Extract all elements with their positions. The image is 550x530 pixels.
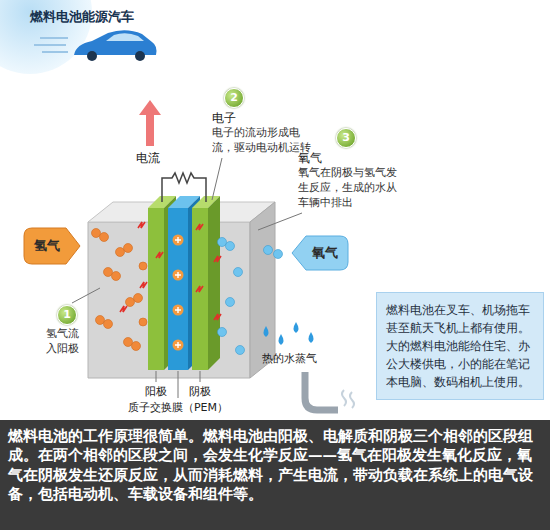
hydrogen-dot bbox=[104, 268, 113, 277]
water-drop bbox=[264, 326, 269, 337]
callout-number: 1 bbox=[57, 305, 77, 325]
hydrogen-dot bbox=[92, 229, 101, 238]
car-body bbox=[74, 30, 157, 55]
motion-line bbox=[34, 44, 66, 46]
water-drop bbox=[294, 322, 299, 333]
oxygen-molecules bbox=[218, 238, 283, 355]
oxygen-dot bbox=[264, 246, 273, 255]
leader-line bbox=[156, 371, 157, 382]
node-text: 氧气 bbox=[292, 236, 348, 270]
electron-spark bbox=[156, 252, 163, 258]
oxygen-dot bbox=[226, 298, 235, 307]
oxygen-dot bbox=[234, 268, 243, 277]
leader-line bbox=[212, 158, 222, 200]
oxygen-dot bbox=[218, 328, 227, 337]
node-text: 燃料电池在叉车、机场拖车甚至航天飞机上都有使用。大的燃料电池能给住宅、办公大楼供… bbox=[386, 301, 534, 391]
protons bbox=[173, 235, 184, 351]
arrow-outline bbox=[24, 228, 80, 264]
car bbox=[34, 30, 157, 61]
car-wheel bbox=[87, 51, 97, 61]
steam-wisp bbox=[342, 390, 346, 406]
hydrogen-dot bbox=[96, 316, 105, 325]
hydrogen-dot bbox=[139, 262, 147, 270]
electron-spark bbox=[214, 256, 221, 262]
electron-spark bbox=[214, 314, 221, 320]
callout-number: 3 bbox=[336, 128, 356, 148]
water-drop bbox=[309, 332, 314, 343]
steam-wisp bbox=[350, 392, 354, 408]
leader-line bbox=[178, 371, 179, 398]
electron-spark bbox=[138, 222, 145, 228]
callout-box: 3 氧气氧气在阴极与氢气发生反应，生成的水从车辆中排出 bbox=[298, 128, 398, 211]
oxygen-arrow: 氧气 bbox=[292, 236, 348, 270]
water-drop bbox=[279, 334, 284, 345]
title: 燃料电池能源汽车 bbox=[30, 8, 134, 26]
callout-heading: 氧气 bbox=[298, 150, 398, 166]
caption-band: 燃料电池的工作原理很简单。燃料电池由阳极、电解质和阴极三个相邻的区段组成。在两个… bbox=[0, 420, 550, 530]
cathode-label: 阴极 bbox=[189, 385, 211, 398]
steam-label: 热的水蒸气 bbox=[262, 352, 317, 365]
caption: 燃料电池的工作原理很简单。燃料电池由阳极、电解质和阴极三个相邻的区段组成。在两个… bbox=[8, 427, 542, 504]
node-text: 氧气在阴极与氢气发生反应，生成的水从车辆中排出 bbox=[298, 166, 398, 211]
current-arrow bbox=[139, 100, 161, 146]
motion-line bbox=[42, 51, 68, 53]
membrane-label: 质子交换膜（PEM） bbox=[128, 401, 228, 414]
car-wheel bbox=[135, 51, 145, 61]
arrow-outline bbox=[292, 236, 348, 270]
hydrogen-dot bbox=[100, 233, 109, 242]
hydrogen-dot bbox=[132, 342, 141, 351]
electron-spark bbox=[196, 286, 203, 292]
cathode-plate bbox=[192, 208, 208, 370]
car-window bbox=[106, 33, 144, 41]
hydrogen-dot bbox=[124, 244, 133, 253]
load-circuit bbox=[162, 173, 206, 202]
callout-box: 1氢气流入阳极 bbox=[46, 305, 86, 357]
motion-line bbox=[40, 37, 68, 39]
hydrogen-dot bbox=[126, 298, 135, 307]
oxygen-dot bbox=[236, 346, 245, 355]
cathode-plate bbox=[208, 196, 220, 370]
callout-heading: 电子 bbox=[212, 110, 312, 126]
hydrogen-dot bbox=[116, 248, 125, 257]
hydrogen-dot bbox=[104, 320, 113, 329]
hydrogen-dot bbox=[112, 272, 121, 281]
current-label: 电流 bbox=[136, 151, 160, 165]
electron-spark bbox=[140, 282, 147, 288]
hydrogen-arrow: 氢气 bbox=[24, 228, 80, 264]
node-text: 氢气 bbox=[24, 228, 80, 264]
oxygen-dot bbox=[218, 238, 227, 247]
electron-sparks bbox=[120, 222, 221, 320]
anode-plate bbox=[148, 208, 164, 370]
callout-box: 2 电子电子的流动形成电流，驱动电动机运转 bbox=[212, 88, 312, 156]
info-box: 燃料电池在叉车、机场拖车甚至航天飞机上都有使用。大的燃料电池能给住宅、办公大楼供… bbox=[376, 292, 544, 400]
hydrogen-dot bbox=[134, 294, 143, 303]
leader-line bbox=[72, 288, 100, 303]
leader-line bbox=[200, 371, 201, 382]
electron-spark bbox=[196, 224, 203, 230]
electron-spark bbox=[120, 306, 127, 312]
leader-line bbox=[258, 213, 302, 230]
plus-sign bbox=[175, 237, 181, 348]
oxygen-dot bbox=[274, 250, 283, 259]
hydrogen-dot bbox=[124, 338, 133, 347]
water-drops bbox=[264, 322, 314, 345]
exhaust-pipe bbox=[305, 372, 338, 410]
callout-number: 2 bbox=[224, 88, 244, 108]
node-text: 氢气流入阳极 bbox=[46, 327, 86, 357]
oxygen-dot bbox=[226, 242, 235, 251]
membrane bbox=[168, 208, 188, 370]
node-text: 电子的流动形成电流，驱动电动机运转 bbox=[212, 126, 312, 156]
hydrogen-dot bbox=[139, 318, 147, 326]
anode-label: 阳极 bbox=[145, 385, 167, 398]
hydrogen-molecules bbox=[92, 229, 148, 351]
